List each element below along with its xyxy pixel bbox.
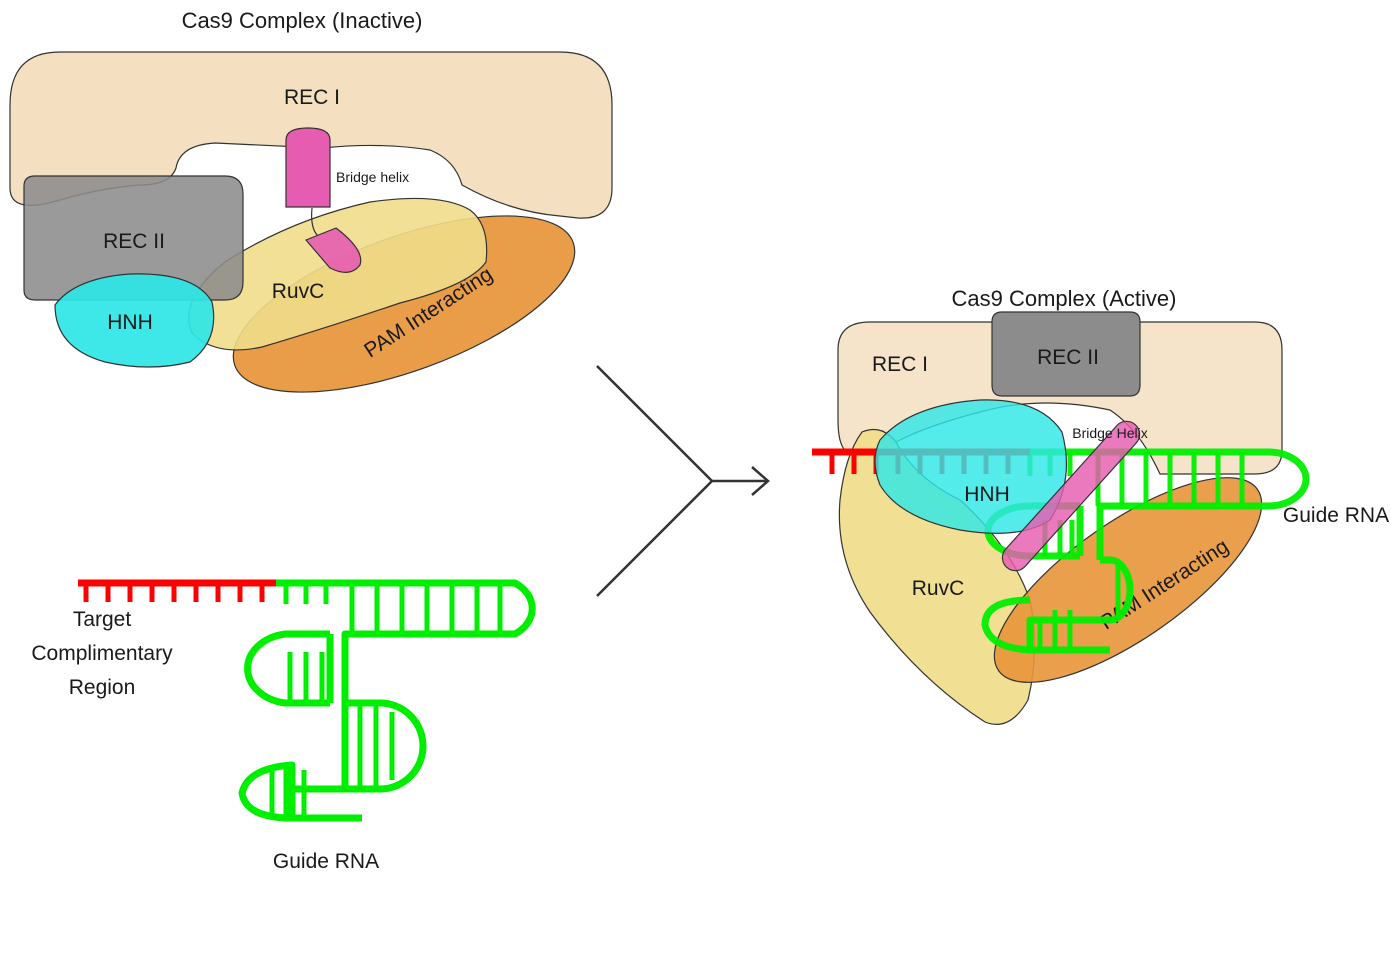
target-label-line3: Region xyxy=(69,676,136,699)
active-bridge-label: Bridge Helix xyxy=(1072,425,1147,441)
combine-arrow xyxy=(596,365,770,597)
active-rec2-label: REC II xyxy=(1037,346,1099,369)
target-region-teeth xyxy=(83,583,265,602)
inactive-complex: Cas9 Complex (Inactive) REC I PAM Intera… xyxy=(9,8,613,393)
inactive-bridge-helix xyxy=(285,127,331,208)
target-label-line1: Target xyxy=(73,608,132,631)
free-guide-rna: Target Complimentary Region Guide RNA xyxy=(31,579,536,873)
active-rec2-domain xyxy=(991,311,1141,397)
inactive-rec2-domain xyxy=(23,175,244,301)
guide-rna-rungs xyxy=(269,583,503,818)
active-rec1-label: REC I xyxy=(872,353,928,376)
target-label-line2: Complimentary xyxy=(31,642,173,665)
active-guide-rna-structure xyxy=(878,448,1310,654)
inactive-ruvc-label: RuvC xyxy=(272,280,325,303)
active-ruvc-label: RuvC xyxy=(912,577,965,600)
active-hnh-label: HNH xyxy=(964,483,1010,506)
inactive-bridge-helix-lower xyxy=(304,227,362,273)
inactive-title: Cas9 Complex (Inactive) xyxy=(182,8,423,33)
active-bridge-helix xyxy=(1001,420,1141,572)
guide-rna-structure xyxy=(238,579,536,822)
inactive-rec1-label: REC I xyxy=(284,86,340,109)
inactive-hnh-label: HNH xyxy=(107,311,153,334)
active-guide-rna-label: Guide RNA xyxy=(1283,504,1389,527)
inactive-bridge-label: Bridge helix xyxy=(336,169,409,185)
inactive-hnh-domain xyxy=(54,273,215,368)
active-complex: Cas9 Complex (Active) REC I REC II RuvC … xyxy=(812,286,1389,725)
active-title: Cas9 Complex (Active) xyxy=(952,286,1177,311)
inactive-rec2-label: REC II xyxy=(103,230,165,253)
inactive-bridge-connector xyxy=(311,207,319,237)
free-guide-rna-label: Guide RNA xyxy=(273,850,379,873)
